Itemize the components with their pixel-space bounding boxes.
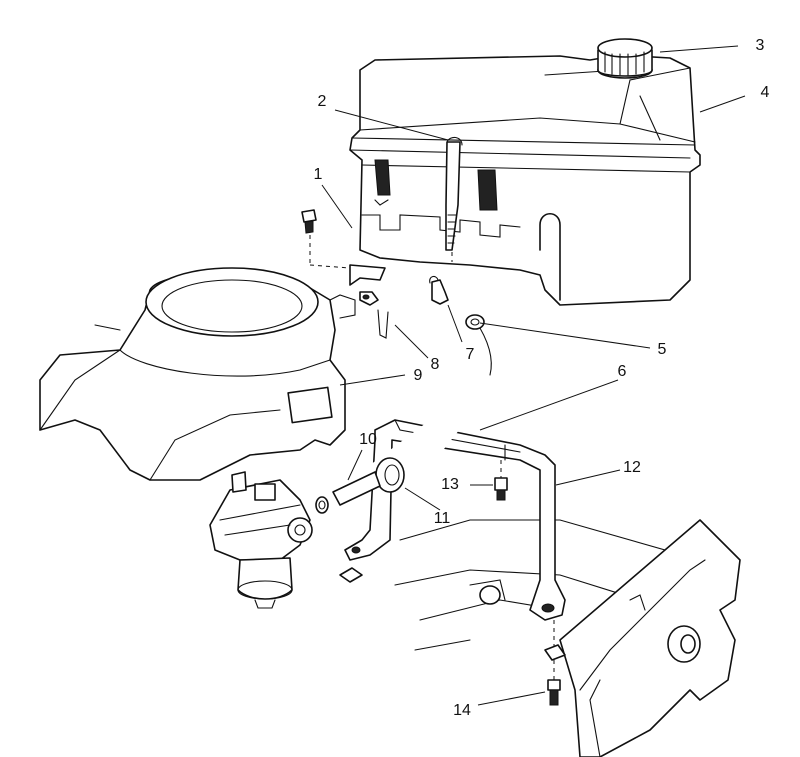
engine-shroud	[39, 267, 356, 481]
carburetor	[209, 471, 313, 609]
callout-10: 10	[359, 431, 377, 448]
callout-11: 11	[433, 510, 451, 527]
callout-1: 1	[313, 166, 323, 183]
bolt-14	[547, 620, 561, 706]
callout-7: 7	[465, 346, 475, 363]
callout-6: 6	[617, 363, 627, 380]
callout-9: 9	[413, 367, 423, 384]
hose-clamp-5	[465, 314, 485, 330]
bracket-pad	[339, 567, 363, 583]
fuel-cap	[597, 38, 653, 79]
callout-8: 8	[430, 356, 440, 373]
hose-clamp-10	[315, 496, 329, 514]
callout-13: 13	[441, 476, 459, 493]
callout-2: 2	[317, 93, 327, 110]
callout-12: 12	[623, 459, 641, 476]
bracket-nut	[544, 644, 566, 661]
tank-bracket	[344, 419, 566, 621]
tank-mount-bracket	[309, 264, 389, 339]
callout-5: 5	[657, 341, 667, 358]
leader-lines	[321, 45, 746, 706]
callout-3: 3	[755, 37, 765, 54]
callout-14: 14	[453, 702, 471, 719]
shutoff-valve	[429, 275, 449, 305]
frame-rail	[559, 519, 741, 757]
tank-strap	[445, 136, 463, 262]
tank-screw	[301, 209, 317, 265]
fuel-tank	[349, 54, 701, 306]
fuel-filter	[332, 457, 405, 506]
bolt-13	[494, 460, 508, 501]
callout-4: 4	[760, 84, 770, 101]
